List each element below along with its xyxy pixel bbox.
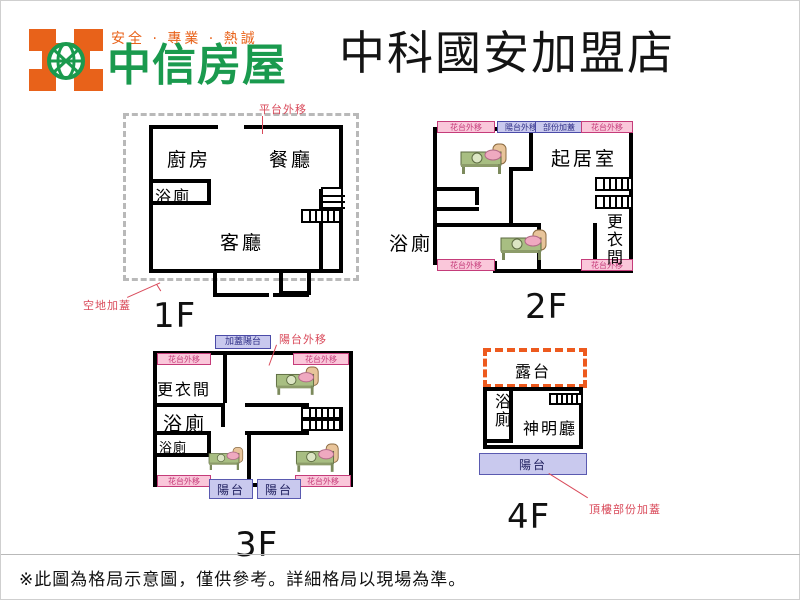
brand-name: 中信房屋	[107, 40, 287, 91]
staircase-lower-3f	[301, 419, 343, 431]
terrace-outline-dashed	[483, 348, 587, 388]
room-label-closet-2f: 更衣間	[604, 213, 623, 267]
room-label-dining: 餐廳	[269, 149, 314, 171]
interior-wall	[509, 167, 533, 171]
lot-boundary-dashed	[123, 113, 359, 281]
brand-tagline: 安全 · 專業 · 熱誠	[111, 31, 258, 47]
porch-gap	[269, 273, 273, 297]
annotation-lot-cover: 空地加蓋	[83, 299, 131, 312]
bed-icon	[295, 443, 339, 472]
page-title: 中科國安加盟店	[339, 26, 675, 80]
interior-wall	[509, 387, 513, 441]
room-label-terrace: 露台	[515, 362, 552, 381]
interior-wall	[593, 223, 597, 273]
logo-notch	[29, 51, 42, 69]
stair-wall	[319, 189, 323, 273]
interior-wall	[433, 207, 479, 211]
interior-wall	[223, 351, 227, 403]
room-label-bathroom-3f-second: 浴廁	[159, 441, 188, 456]
bed-icon	[460, 143, 507, 174]
tag-flowerbed-move: 花台外移	[157, 353, 211, 365]
tag-covered-balcony: 加蓋陽台	[215, 335, 271, 349]
tag-flowerbed-move: 花台外移	[581, 121, 633, 133]
room-label-bathroom-2f: 浴廁	[389, 233, 434, 255]
porch-wall	[213, 293, 309, 297]
interior-wall	[207, 431, 211, 453]
unit-outline-4f	[483, 387, 583, 449]
tag-flowerbed-move: 花台外移	[293, 353, 349, 365]
room-label-kitchen: 廚房	[167, 149, 212, 171]
interior-wall	[529, 127, 533, 171]
annotation-platform-move: 平台外移	[259, 103, 307, 116]
porch-wall	[213, 273, 217, 297]
logo-notch	[56, 29, 74, 43]
room-label-living: 客廳	[220, 232, 265, 254]
tag-flowerbed-move: 花台外移	[437, 121, 495, 133]
tag-balcony: 陽台	[209, 479, 253, 499]
staircase-lower-1f	[301, 209, 343, 223]
interior-wall	[493, 261, 497, 273]
disclaimer-text: ※此圖為格局示意圖，僅供參考。詳細格局以現場為準。	[19, 569, 467, 590]
footer: ※此圖為格局示意圖，僅供參考。詳細格局以現場為準。	[1, 554, 800, 599]
interior-wall	[221, 403, 225, 427]
bed-icon	[275, 366, 319, 395]
staircase-4f	[549, 393, 583, 405]
interior-wall	[433, 223, 541, 227]
interior-wall	[149, 201, 211, 205]
interior-wall	[153, 403, 225, 407]
room-label-closet-3f: 更衣間	[157, 380, 212, 399]
floor-tag-2f: 2F	[525, 287, 569, 327]
floor-tag-1f: 1F	[153, 296, 197, 336]
porch-wall	[307, 273, 311, 295]
staircase-lower-2f	[595, 195, 633, 209]
header: 安全 · 專業 · 熱誠 中信房屋 中科國安加盟店	[1, 1, 800, 101]
interior-wall	[207, 179, 211, 205]
porch-wall	[279, 273, 283, 295]
room-label-livingroom-2f: 起居室	[551, 148, 618, 170]
interior-wall	[433, 187, 479, 191]
floor-tag-3f: 3F	[235, 525, 279, 565]
globe-icon	[47, 42, 85, 80]
tag-balcony: 陽台	[479, 453, 587, 475]
room-label-bathroom-3f-main: 浴廁	[163, 413, 208, 435]
porch-wall	[279, 291, 311, 295]
staircase-upper-2f	[595, 177, 633, 191]
tag-flowerbed-move: 花台外移	[437, 259, 495, 271]
room-label-bathroom: 浴廁	[155, 187, 192, 206]
interior-wall	[153, 453, 211, 457]
interior-wall	[245, 431, 309, 435]
bed-icon	[208, 447, 244, 470]
bed-icon	[500, 229, 547, 260]
unit-outline-3f	[153, 351, 353, 487]
annotation-balcony-move: 陽台外移	[279, 333, 327, 346]
tag-flowerbed-move: 花台外移	[581, 259, 633, 271]
brand-logo	[29, 29, 103, 91]
room-label-shrine: 神明廳	[523, 419, 578, 438]
staircase-upper-3f	[301, 407, 343, 419]
annotation-rooftop-cover: 頂樓部份加蓋	[589, 503, 661, 516]
interior-wall	[247, 431, 251, 487]
logo-notch	[56, 77, 74, 91]
tag-balcony-move: 陽台外移	[497, 121, 545, 133]
tag-balcony: 陽台	[257, 479, 301, 499]
room-label-bathroom-4f: 浴廁	[492, 393, 511, 429]
interior-wall	[475, 187, 479, 205]
outline-notch	[433, 263, 437, 273]
interior-wall	[245, 403, 309, 407]
interior-wall	[153, 431, 211, 435]
logo-notch	[90, 51, 103, 69]
door-opening-top	[218, 125, 244, 129]
interior-wall	[509, 167, 513, 227]
interior-wall	[483, 439, 513, 443]
floor-tag-4f: 4F	[507, 497, 551, 537]
interior-wall	[149, 179, 211, 183]
